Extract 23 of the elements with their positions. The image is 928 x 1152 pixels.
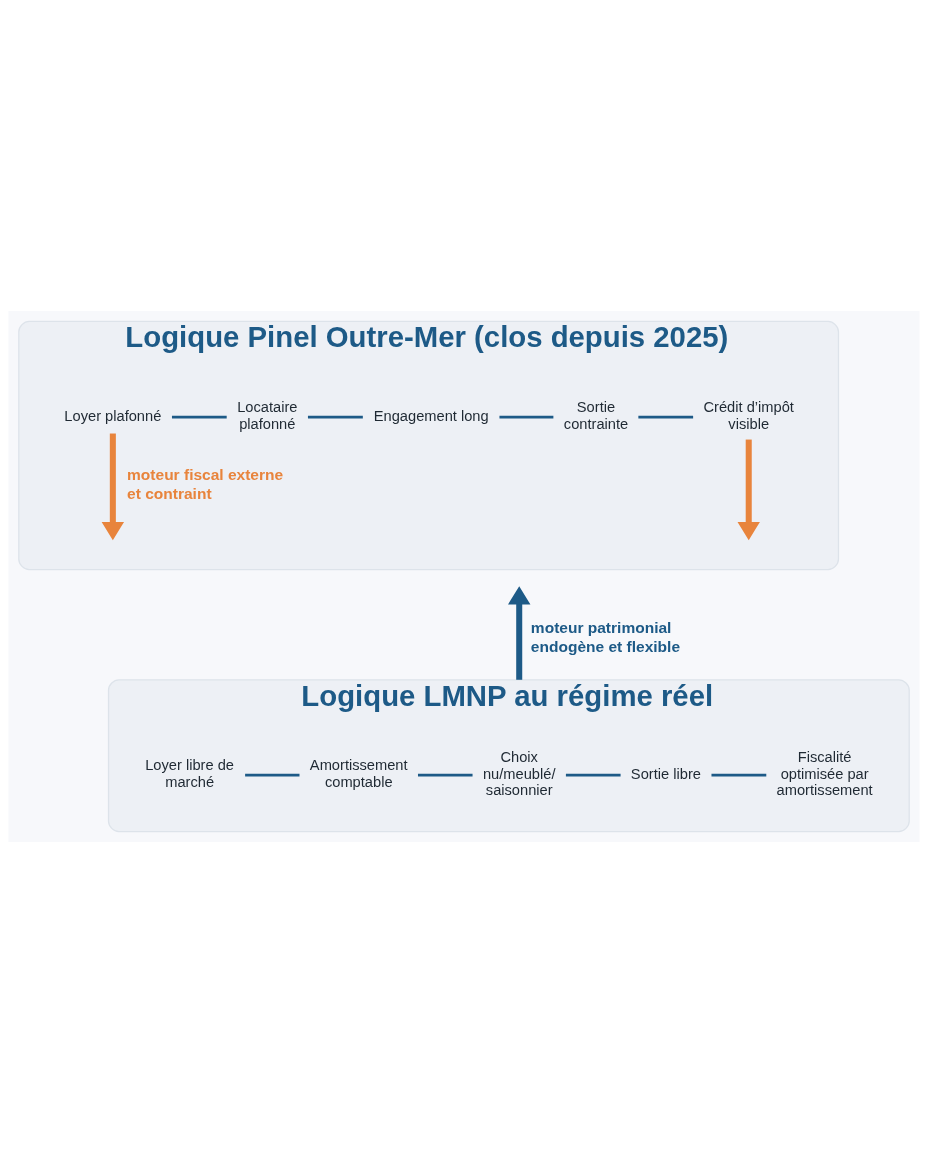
connector	[307, 415, 363, 418]
arrow	[508, 585, 531, 680]
node-text: Loyer libre de marché	[145, 756, 235, 790]
arrow	[101, 433, 125, 540]
node-text: Locataire plafonné	[237, 398, 298, 432]
connector	[418, 773, 473, 776]
node-text: Fiscalité optimisée par amortissement	[776, 748, 873, 798]
arrow	[737, 439, 760, 540]
node-text: Crédit d’impôt visible	[703, 398, 794, 432]
connector	[565, 773, 621, 776]
node-text: Engagement long	[373, 407, 489, 424]
node-text: Sortie libre	[630, 765, 701, 782]
connector	[245, 773, 300, 776]
node-text: Sortie contrainte	[563, 398, 629, 432]
node-text: Choix nu/meublé/ saisonnier	[482, 748, 556, 798]
node-text: Loyer plafonné	[64, 407, 162, 424]
connector	[171, 415, 227, 418]
node-text: Amortissement comptable	[309, 756, 408, 790]
edge-label: moteur patrimonial endogène et flexible	[530, 618, 681, 655]
connector	[711, 773, 767, 776]
connector	[638, 415, 694, 418]
edge-label: moteur fiscal externe et contraint	[127, 465, 284, 502]
connector	[499, 415, 554, 418]
